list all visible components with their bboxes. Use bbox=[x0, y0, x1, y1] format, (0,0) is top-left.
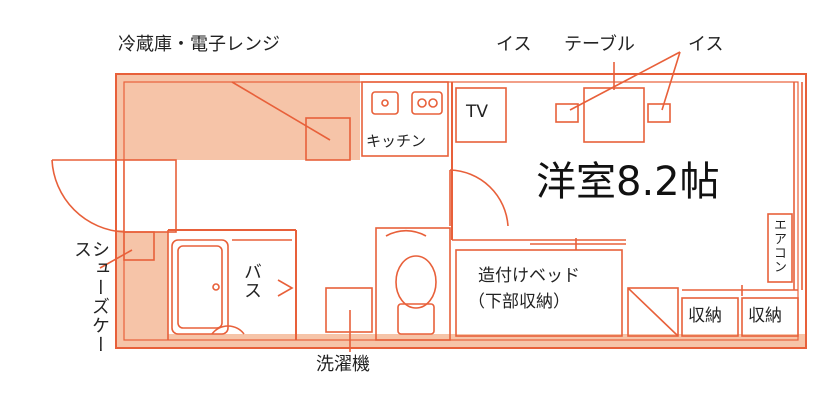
storage-box-2 bbox=[741, 297, 799, 337]
washer-label: 洗濯機 bbox=[316, 354, 370, 375]
floor-strip-bottom bbox=[116, 334, 806, 348]
outer-wall bbox=[115, 73, 807, 349]
entrance-gap bbox=[123, 159, 177, 233]
chair-left-label: イス bbox=[496, 34, 532, 55]
kitchen-counter bbox=[361, 81, 449, 157]
table-label: テーブル bbox=[564, 34, 635, 55]
room-door-swing bbox=[449, 169, 509, 227]
bath-label: バス bbox=[241, 262, 262, 300]
fridge-box bbox=[305, 117, 351, 161]
kitchen-label: キッチン bbox=[366, 132, 427, 150]
bath-door-swing bbox=[211, 325, 245, 335]
fridge-label: 冷蔵庫・電子レンジ bbox=[118, 34, 280, 55]
tv-stand bbox=[455, 87, 507, 143]
chair-right-label: イス bbox=[688, 34, 724, 55]
toilet-room bbox=[375, 227, 451, 341]
corridor-floor bbox=[116, 74, 360, 160]
built-in-bed bbox=[455, 249, 623, 337]
toilet-door-swing bbox=[385, 229, 427, 237]
western-room-label: 洋室8.2帖 bbox=[536, 159, 720, 205]
sink bbox=[371, 91, 399, 115]
storage-box-1 bbox=[681, 297, 739, 337]
aircon-label: エアコン bbox=[771, 218, 786, 274]
bed-label-line1: 造付けベッド bbox=[478, 266, 580, 286]
toilet-bowl bbox=[395, 255, 437, 309]
storage-label-2: 収納 bbox=[748, 306, 782, 326]
dining-table bbox=[583, 87, 645, 143]
shoe-case-box bbox=[123, 231, 155, 261]
tv-label: TV bbox=[466, 102, 489, 122]
aircon-unit bbox=[767, 213, 793, 283]
washer-box bbox=[325, 287, 373, 333]
storage-label-1: 収納 bbox=[688, 306, 722, 326]
bed-label-line2: （下部収納） bbox=[468, 292, 570, 312]
stove bbox=[411, 91, 443, 115]
entrance-door-swing bbox=[51, 159, 125, 233]
chair-right bbox=[647, 103, 671, 123]
shoe-case-label: シューズケース bbox=[71, 240, 110, 354]
chair-left bbox=[555, 103, 579, 123]
bathtub bbox=[171, 239, 229, 335]
closet-diagonal bbox=[627, 287, 679, 337]
